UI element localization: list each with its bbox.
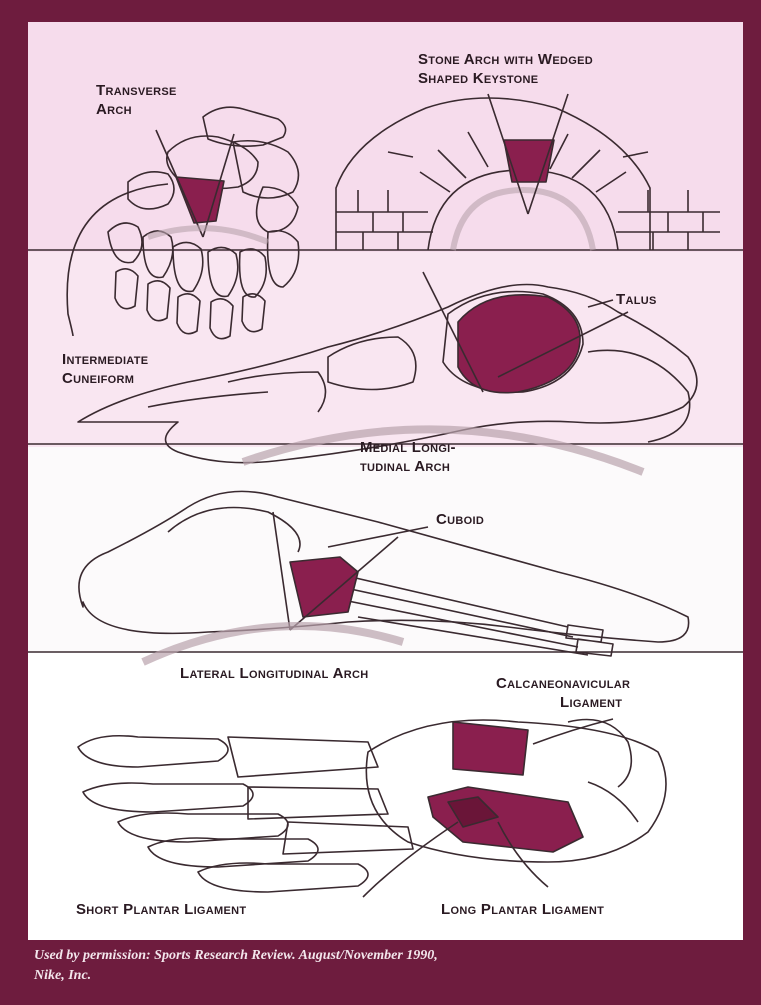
short-plantar-pointer xyxy=(363,822,458,897)
stone-arch-label: Stone Arch with Wedged Shaped Keystone xyxy=(418,50,593,88)
short-plantar-label: Short Plantar Ligament xyxy=(76,900,246,919)
medial-arch-label: Medial Longi- tudinal Arch xyxy=(360,438,456,476)
intermediate-cuneiform-label-line2: Cuneiform xyxy=(62,369,148,388)
long-plantar-ligament-band xyxy=(428,787,583,852)
credit-line-1: Used by permission: Sports Research Revi… xyxy=(34,946,724,966)
cuboid-pointer xyxy=(328,527,428,547)
lateral-arch-curve xyxy=(143,626,403,662)
transverse-arch-label: Transverse Arch xyxy=(96,81,177,119)
foot-anatomy-drawing xyxy=(28,22,743,940)
credit-line-2: Nike, Inc. xyxy=(34,966,724,986)
calcaneonavicular-label: Calcaneonavicular Ligament xyxy=(496,674,630,712)
transverse-arch-label-line2: Arch xyxy=(96,100,177,119)
lateral-foot-bones xyxy=(79,491,689,656)
calcaneonavicular-label-line1: Calcaneonavicular xyxy=(496,674,630,693)
cuboid-label: Cuboid xyxy=(436,510,484,529)
cuneiform-pointer xyxy=(67,184,168,336)
medial-arch-label-line2: tudinal Arch xyxy=(360,457,456,476)
medial-arch-label-line1: Medial Longi- xyxy=(360,438,456,457)
medial-foot-bones xyxy=(78,285,697,463)
plantar-foot-bones xyxy=(78,720,666,893)
credit-line: Used by permission: Sports Research Revi… xyxy=(34,946,724,986)
lateral-arch-label: Lateral Longitudinal Arch xyxy=(180,664,368,683)
stone-arch-label-line2: Shaped Keystone xyxy=(418,69,593,88)
stone-arch-label-line1: Stone Arch with Wedged xyxy=(418,50,593,69)
intermediate-cuneiform-wedge xyxy=(176,177,224,223)
illustration-panel: Transverse Arch Stone Arch with Wedged S… xyxy=(28,22,743,940)
intermediate-cuneiform-label: Intermediate Cuneiform xyxy=(62,350,148,388)
long-plantar-label: Long Plantar Ligament xyxy=(441,900,604,919)
calcaneonavicular-label-line2: Ligament xyxy=(496,693,630,712)
cuboid-line-left xyxy=(273,512,290,630)
talus-label: Talus xyxy=(616,290,657,309)
cuboid-highlight xyxy=(290,557,358,617)
intermediate-cuneiform-label-line1: Intermediate xyxy=(62,350,148,369)
transverse-arch-label-line1: Transverse xyxy=(96,81,177,100)
calcaneonavicular-ligament-band xyxy=(453,722,528,775)
